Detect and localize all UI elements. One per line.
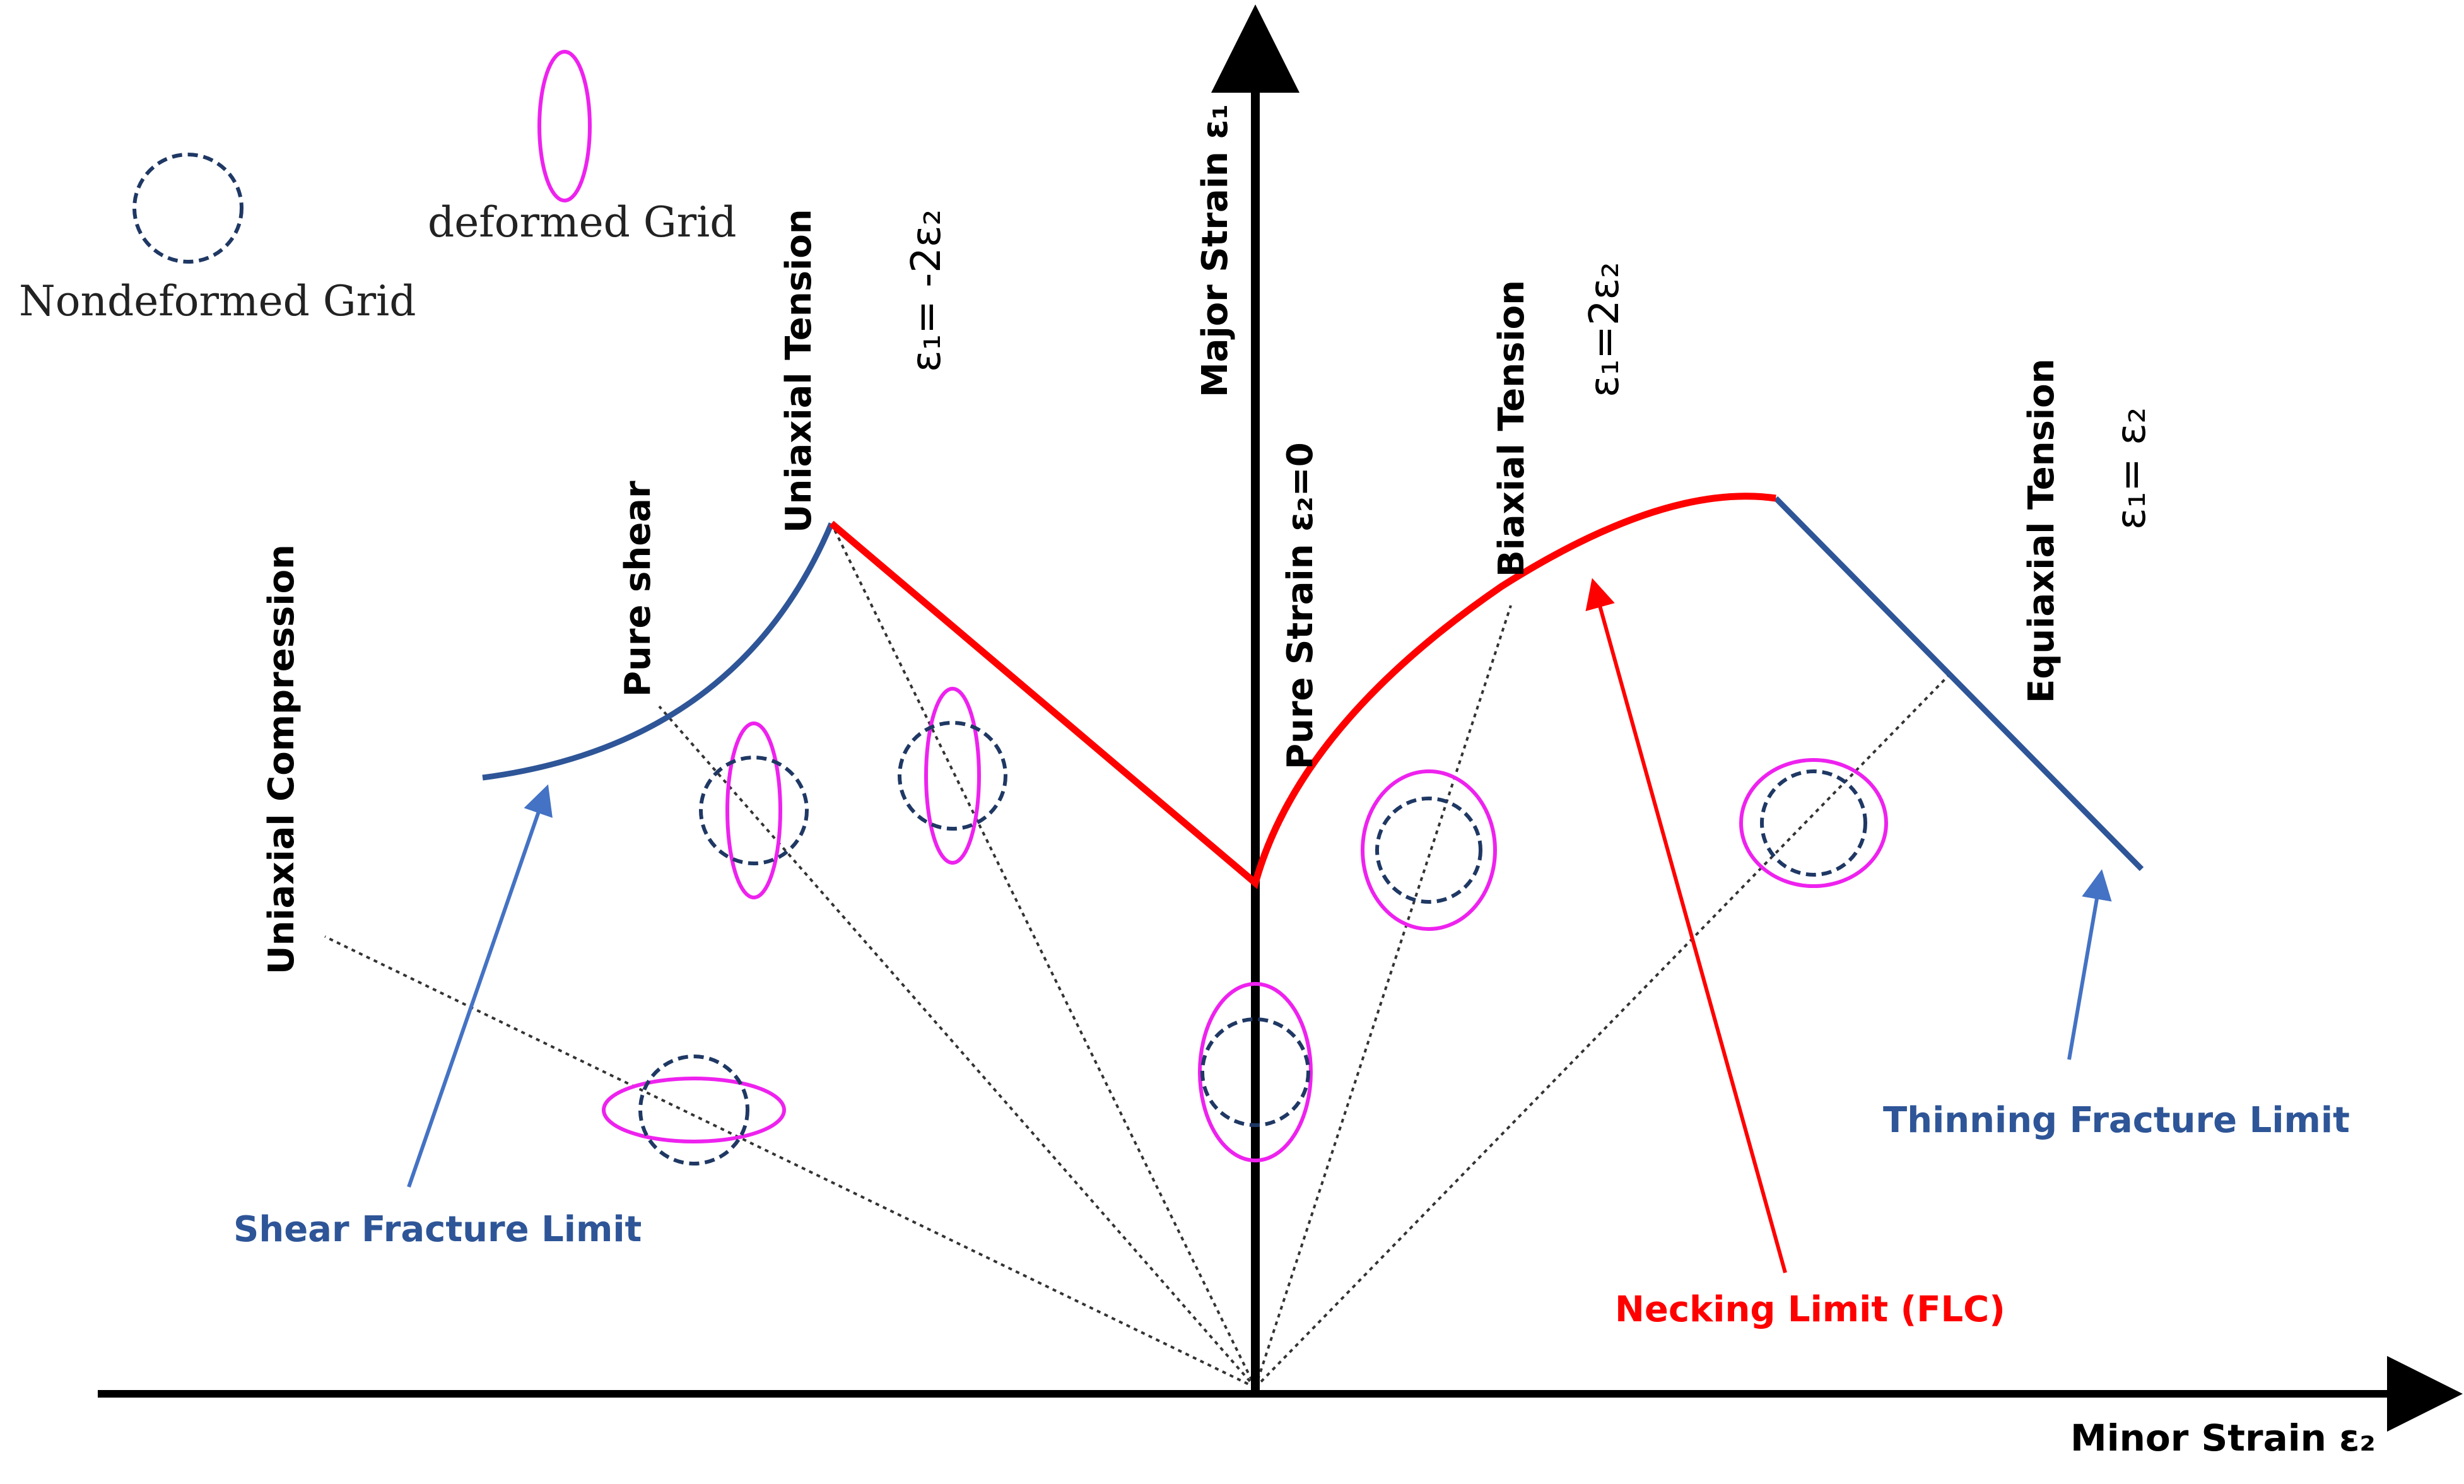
grid-glyph-shear (699, 722, 809, 899)
thinning-fracture-curve (1773, 496, 2144, 872)
legend-deformed-label: deformed Grid (428, 198, 737, 247)
necking-limit-arrow (1585, 578, 1787, 1273)
shear-fracture-arrow (407, 784, 553, 1188)
biaxial-tension-label: Biaxial Tension (1491, 280, 1532, 577)
grid-glyph-plane-strain (1198, 982, 1313, 1162)
legend-nondeformed-circle (132, 153, 243, 264)
necking-limit-curve (829, 493, 1776, 889)
shear-fracture-curve (482, 522, 835, 781)
legend-nondeformed-label: Nondeformed Grid (19, 277, 416, 325)
equiaxial-tension-equation: ε₁= ε₂ (2108, 407, 2155, 530)
grid-glyph-uniaxial-tension (898, 687, 1007, 865)
thinning-fracture-label: Thinning Fracture Limit (1883, 1100, 2350, 1141)
legend-deformed-ellipse (537, 50, 592, 202)
grid-glyph-equiaxial-tension (1739, 758, 1888, 888)
major-strain-label: Major Strain ε₁ (1195, 104, 1236, 397)
necking-limit-label: Necking Limit (FLC) (1615, 1289, 2005, 1330)
pure-strain-label: Pure Strain ε₂=0 (1280, 442, 1321, 769)
shear-fracture-label: Shear Fracture Limit (233, 1209, 642, 1250)
uniaxial-tension-label: Uniaxial Tension (778, 209, 819, 533)
grid-glyph-biaxial-tension (1361, 769, 1497, 931)
biaxial-tension-equation: ε₁=2ε₂ (1581, 262, 1628, 397)
pure-shear-label: Pure shear (618, 481, 659, 697)
uniaxial-tension-equation: ε₁= -2ε₂ (903, 209, 950, 372)
strain-paths (324, 523, 1951, 1389)
grid-glyph-compression (602, 1055, 786, 1166)
thinning-fracture-arrow (2067, 869, 2112, 1060)
path-uniaxial-tension (830, 523, 1257, 1388)
path-uniaxial-compression (324, 935, 1256, 1389)
path-biaxial-tension (1254, 605, 1512, 1388)
path-equiaxial-tension (1254, 674, 1951, 1389)
path-pure-shear (658, 705, 1257, 1389)
uniaxial-compression-label: Uniaxial Compression (261, 544, 302, 974)
minor-strain-label: Minor Strain ε₂ (2070, 1417, 2376, 1459)
equiaxial-tension-label: Equiaxial Tension (2021, 359, 2062, 703)
